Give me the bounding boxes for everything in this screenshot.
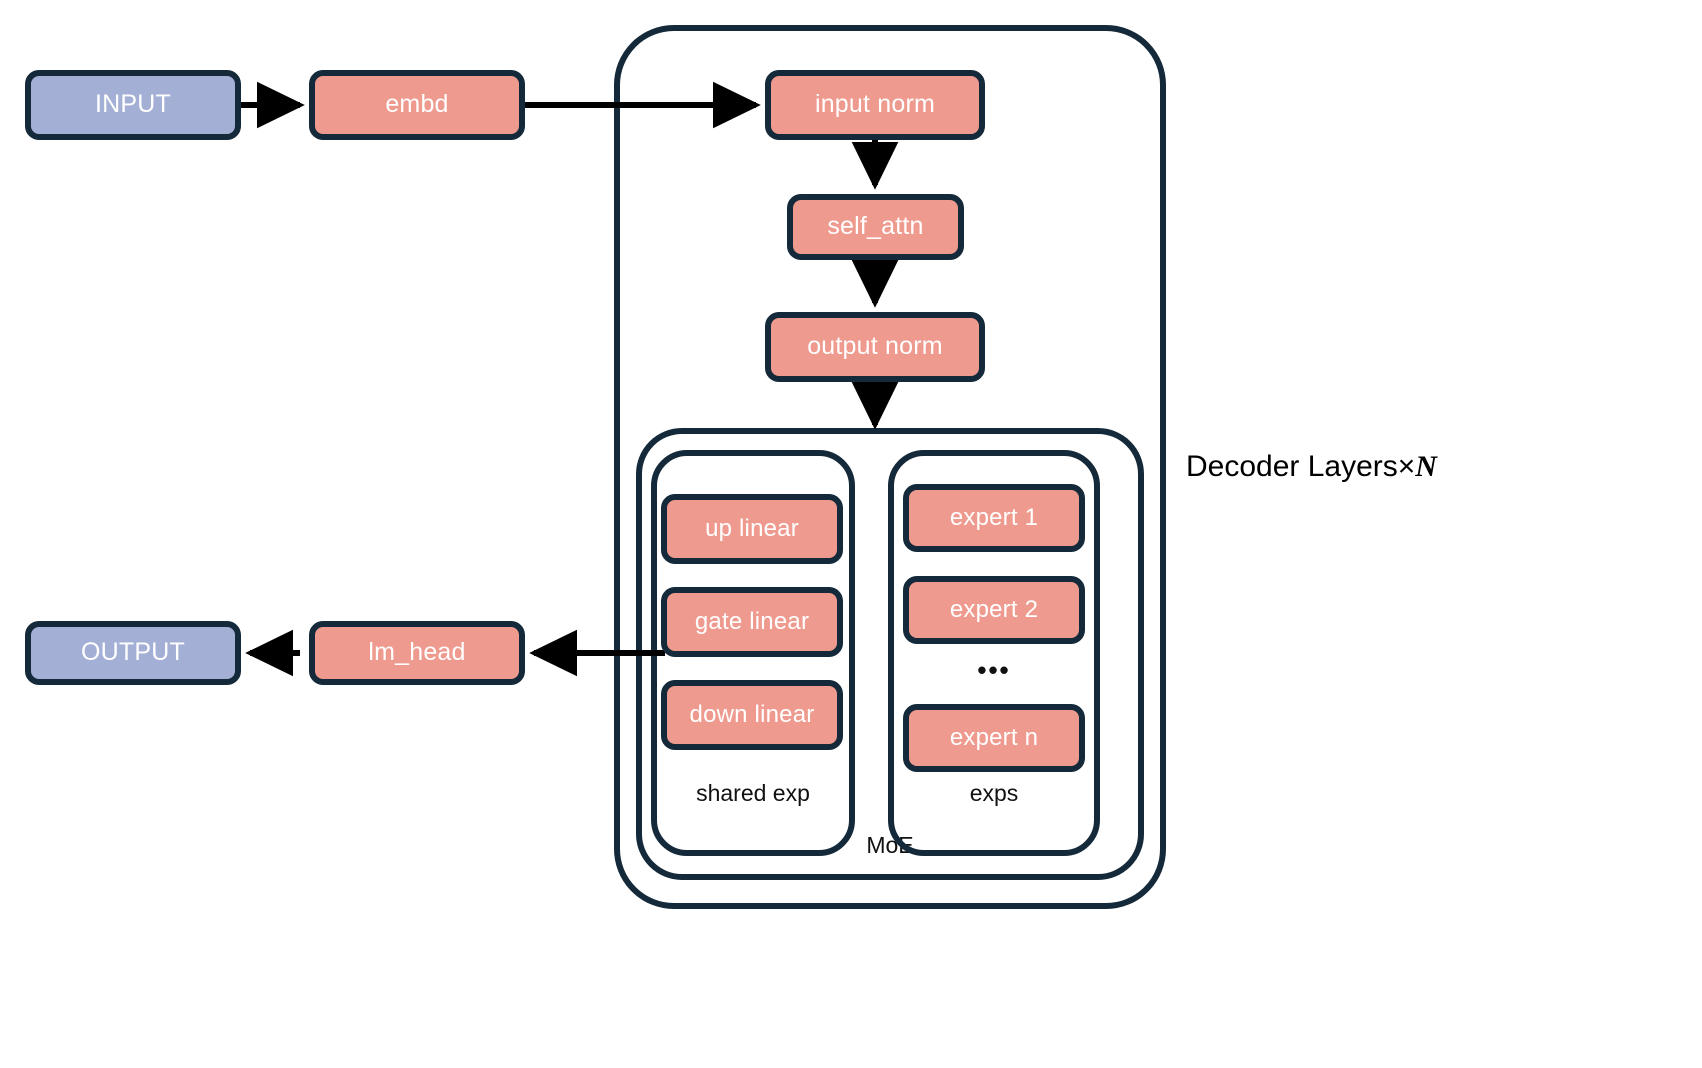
node-up-linear[interactable]: up linear (661, 494, 843, 564)
node-expert-1-label: expert 1 (949, 503, 1039, 531)
experts-ellipsis: ••• (977, 655, 1011, 685)
node-input[interactable]: INPUT (25, 70, 241, 140)
node-expert-1[interactable]: expert 1 (903, 484, 1085, 552)
node-down-linear-label: down linear (689, 700, 815, 728)
experts-group-label: exps (969, 780, 1019, 806)
node-input-label: INPUT (95, 90, 171, 119)
node-output-norm[interactable]: output norm (765, 312, 985, 382)
node-embd-label: embd (385, 90, 449, 119)
node-self-attn[interactable]: self_attn (787, 194, 964, 260)
node-input-norm[interactable]: input norm (765, 70, 985, 140)
experts-group (888, 450, 1100, 856)
decoder-layers-label: Decoder Layers×N (1186, 450, 1437, 484)
node-lm-head[interactable]: lm_head (309, 621, 525, 685)
node-gate-linear-label: gate linear (694, 607, 810, 635)
node-output-norm-label: output norm (807, 332, 943, 361)
node-down-linear[interactable]: down linear (661, 680, 843, 750)
decoder-layers-label-prefix: Decoder Layers× (1186, 450, 1416, 483)
node-input-norm-label: input norm (814, 90, 936, 119)
node-up-linear-label: up linear (705, 514, 799, 542)
node-embd[interactable]: embd (309, 70, 525, 140)
node-expert-2[interactable]: expert 2 (903, 576, 1085, 644)
node-expert-n[interactable]: expert n (903, 704, 1085, 772)
node-output[interactable]: OUTPUT (25, 621, 241, 685)
node-gate-linear[interactable]: gate linear (661, 587, 843, 657)
node-expert-2-label: expert 2 (949, 595, 1039, 623)
shared-expert-group-label: shared exp (696, 780, 810, 806)
node-lm-head-label: lm_head (368, 638, 466, 667)
node-self-attn-label: self_attn (827, 212, 924, 241)
decoder-layers-group (614, 25, 1166, 909)
node-output-label: OUTPUT (81, 638, 185, 667)
node-expert-n-label: expert n (949, 723, 1039, 751)
decoder-layers-count-variable: N (1415, 450, 1437, 483)
